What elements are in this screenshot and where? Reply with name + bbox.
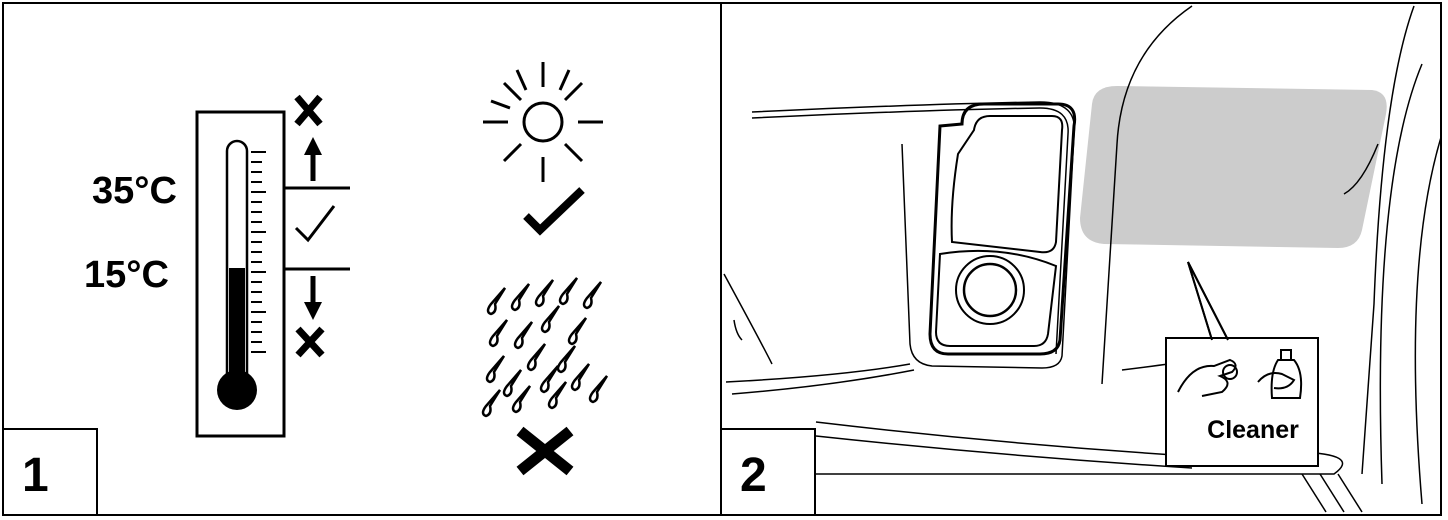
step-number: 1	[22, 449, 49, 502]
cleaning-area-highlight	[1080, 86, 1387, 248]
check-icon	[523, 187, 585, 236]
step-2-illustration	[723, 5, 1440, 513]
cleaner-bottle-icon	[1257, 349, 1303, 399]
rain-icon	[481, 277, 609, 418]
step-number: 2	[740, 449, 767, 502]
fog-lamp-housing	[928, 102, 1077, 356]
step-1-illustration	[195, 62, 609, 476]
temp-low-label: 15°C	[84, 254, 169, 296]
thermometer-icon	[195, 110, 286, 438]
arrow-up-icon	[304, 137, 322, 181]
cross-icon	[516, 426, 574, 476]
cross-icon	[295, 326, 325, 358]
step-number-box: 1	[4, 428, 98, 514]
arrow-down-icon	[304, 276, 322, 320]
step-number-box: 2	[722, 428, 816, 514]
check-icon	[294, 205, 336, 243]
hand-wiping-icon	[1177, 358, 1238, 397]
cleaner-label: Cleaner	[1207, 416, 1299, 444]
sun-icon	[483, 62, 603, 182]
cross-icon	[294, 94, 323, 127]
step-1-panel: 35°C 15°C 1	[2, 2, 722, 516]
temp-high-label: 35°C	[92, 170, 177, 212]
step-2-panel: Cleaner 2	[720, 2, 1442, 516]
